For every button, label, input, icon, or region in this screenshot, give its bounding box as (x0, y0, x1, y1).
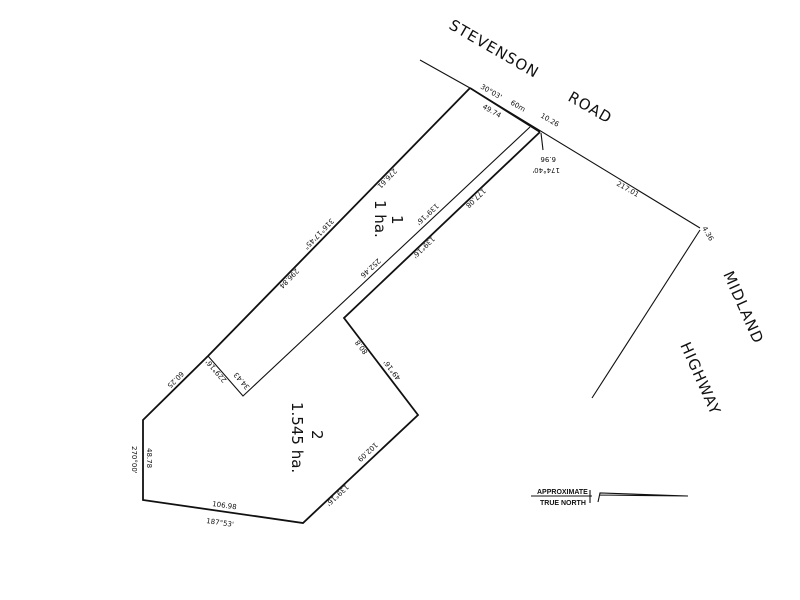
lot2-boundary (142, 131, 541, 524)
dim-label: 4.36 (700, 225, 715, 243)
dim-label: 10.26 (539, 112, 561, 129)
dim-label: 60m (509, 99, 527, 114)
dim-label: 229°16' (204, 358, 228, 384)
dim-label: 30°03' (479, 83, 503, 102)
lot2-number: 2 (308, 430, 326, 440)
dim-label: 174°40' (532, 166, 560, 174)
lot1-inner-boundary (207, 126, 531, 397)
road-name-midland: MIDLAND (719, 268, 767, 346)
dim-label: 102.09 (356, 441, 379, 464)
dim-label: 48.78 (145, 448, 153, 468)
dim-label: 316°17'45" (302, 217, 335, 251)
lot2-area: 1.545 ha. (288, 402, 306, 473)
dim-label: 106.98 (212, 500, 237, 511)
lot1-number: 1 (388, 215, 406, 225)
dim-label: 139°16' (324, 483, 350, 508)
midland-highway-line (591, 229, 701, 399)
dim-label: 217.01 (615, 180, 640, 199)
road-name-road: ROAD (565, 88, 615, 127)
road-name-stevenson: STEVENSON (446, 16, 542, 82)
lot1-area: 1 ha. (371, 200, 389, 238)
dim-label: 270°00' (130, 446, 138, 474)
dim-label: 296.84 (277, 267, 300, 291)
stevenson-road-line (419, 59, 701, 229)
north-label-approximate: APPROXIMATE (537, 489, 588, 496)
corner-tick (540, 132, 544, 151)
lot1-frontage (469, 87, 541, 133)
dim-label: 276.61 (376, 167, 399, 190)
dim-label: 187°53' (206, 517, 235, 529)
dim-label: 60.25 (165, 370, 185, 390)
north-arrow: APPROXIMATE TRUE NORTH (531, 489, 689, 507)
dim-label: 6.96 (540, 155, 556, 163)
dim-label: 49°16' (382, 358, 402, 381)
north-label-true-north: TRUE NORTH (540, 500, 586, 507)
dim-label: 139°16' (411, 235, 437, 260)
lot1-boundary (207, 87, 471, 357)
dim-label: 177.08 (464, 187, 487, 210)
road-name-highway: HIGHWAY (676, 339, 724, 417)
